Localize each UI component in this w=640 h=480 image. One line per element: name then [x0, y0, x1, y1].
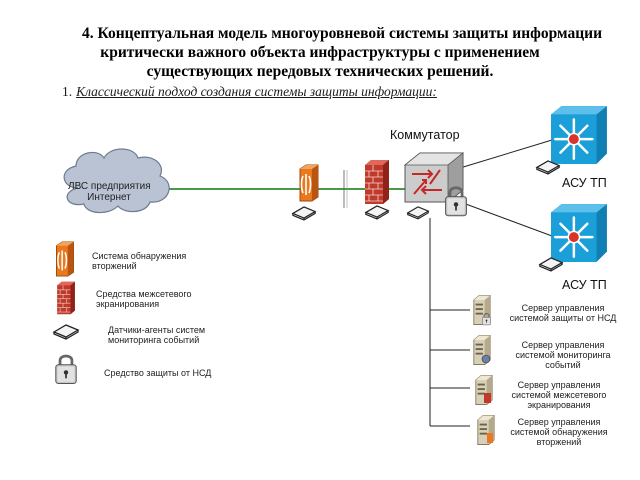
server-label-line: Сервер управления [517, 380, 601, 390]
legend-firewall-label: Средства межсетевого экранирования [96, 289, 192, 309]
server-label-line: системой обнаружения [510, 427, 608, 437]
switch-icon [403, 152, 465, 203]
legend-ids-icon [55, 241, 75, 277]
agent-sensor-icon [407, 206, 429, 220]
server-label-line: системой межсетевого [511, 390, 607, 400]
legend-ids-label: Система обнаружения вторжений [92, 251, 186, 271]
title-line-1: 4. Концептуальная модель многоуровневой … [81, 25, 602, 42]
switch-label: Коммутатор [390, 128, 460, 142]
legend-lock-icon [54, 354, 78, 385]
firewall-icon [364, 159, 390, 205]
agent-badge-icon [481, 354, 491, 364]
legend-label-line: мониторинга событий [108, 335, 200, 345]
server-label-line: Сервер управления [517, 417, 601, 427]
server-label-4: Сервер управления системой обнаружения в… [504, 417, 614, 447]
link-asu-1 [459, 139, 553, 169]
title-line-3: существующих передовых технических решен… [146, 63, 494, 80]
server-label-line: системой мониторинга [515, 350, 611, 360]
legend-firewall-icon [56, 281, 76, 315]
legend-sensor-icon [53, 324, 79, 340]
diagram-title: 4. Концептуальная модель многоуровневой … [0, 24, 640, 81]
server-label-line: Сервер управления [521, 340, 605, 350]
cloud-label-line-2: Интернет [87, 192, 131, 203]
legend-label-line: Средства межсетевого [96, 289, 192, 299]
asu-icon [549, 104, 609, 166]
subtitle-number: 1. [62, 84, 73, 99]
ids-icon [299, 164, 319, 202]
link-asu-2 [454, 199, 553, 237]
subtitle-text: Классический подход создания системы защ… [76, 84, 437, 99]
cloud-icon [63, 148, 170, 214]
legend-nsd-label: Средство защиты от НСД [104, 368, 211, 378]
legend-label-line: вторжений [92, 261, 137, 271]
ids-badge-icon [487, 433, 493, 443]
legend-label-line: Средство защиты от НСД [104, 368, 212, 378]
title-line-2: критически важного объекта инфраструктур… [100, 44, 540, 61]
agent-sensor-icon [365, 205, 389, 220]
agent-sensor-icon [292, 206, 316, 221]
server-label-line: вторжений [536, 437, 582, 447]
cloud-label: ЛВС предприятия Интернет [68, 181, 151, 203]
legend-agents-label: Датчики-агенты систем мониторинга событи… [108, 325, 205, 345]
asu-label-2: АСУ ТП [562, 278, 607, 292]
server-label-line: Сервер управления [521, 303, 605, 313]
server-label-1: Сервер управления системой защиты от НСД [508, 303, 618, 323]
legend-label-line: Датчики-агенты систем [108, 325, 206, 335]
server-label-2: Сервер управления системой мониторинга с… [508, 340, 618, 370]
server-label-3: Сервер управления системой межсетевого э… [504, 380, 614, 410]
legend-label-line: экранирования [96, 299, 160, 309]
legend-label-line: Система обнаружения [92, 251, 187, 261]
subtitle: 1.Классический подход создания системы з… [62, 84, 437, 100]
asu-icon [549, 202, 609, 264]
server-label-line: событий [545, 360, 581, 370]
server-label-line: экранирования [527, 400, 591, 410]
asu-label-1: АСУ ТП [562, 176, 607, 190]
cloud-label-line-1: ЛВС предприятия [68, 181, 151, 192]
server-label-line: системой защиты от НСД [509, 313, 617, 323]
firewall-badge-icon [484, 393, 491, 403]
